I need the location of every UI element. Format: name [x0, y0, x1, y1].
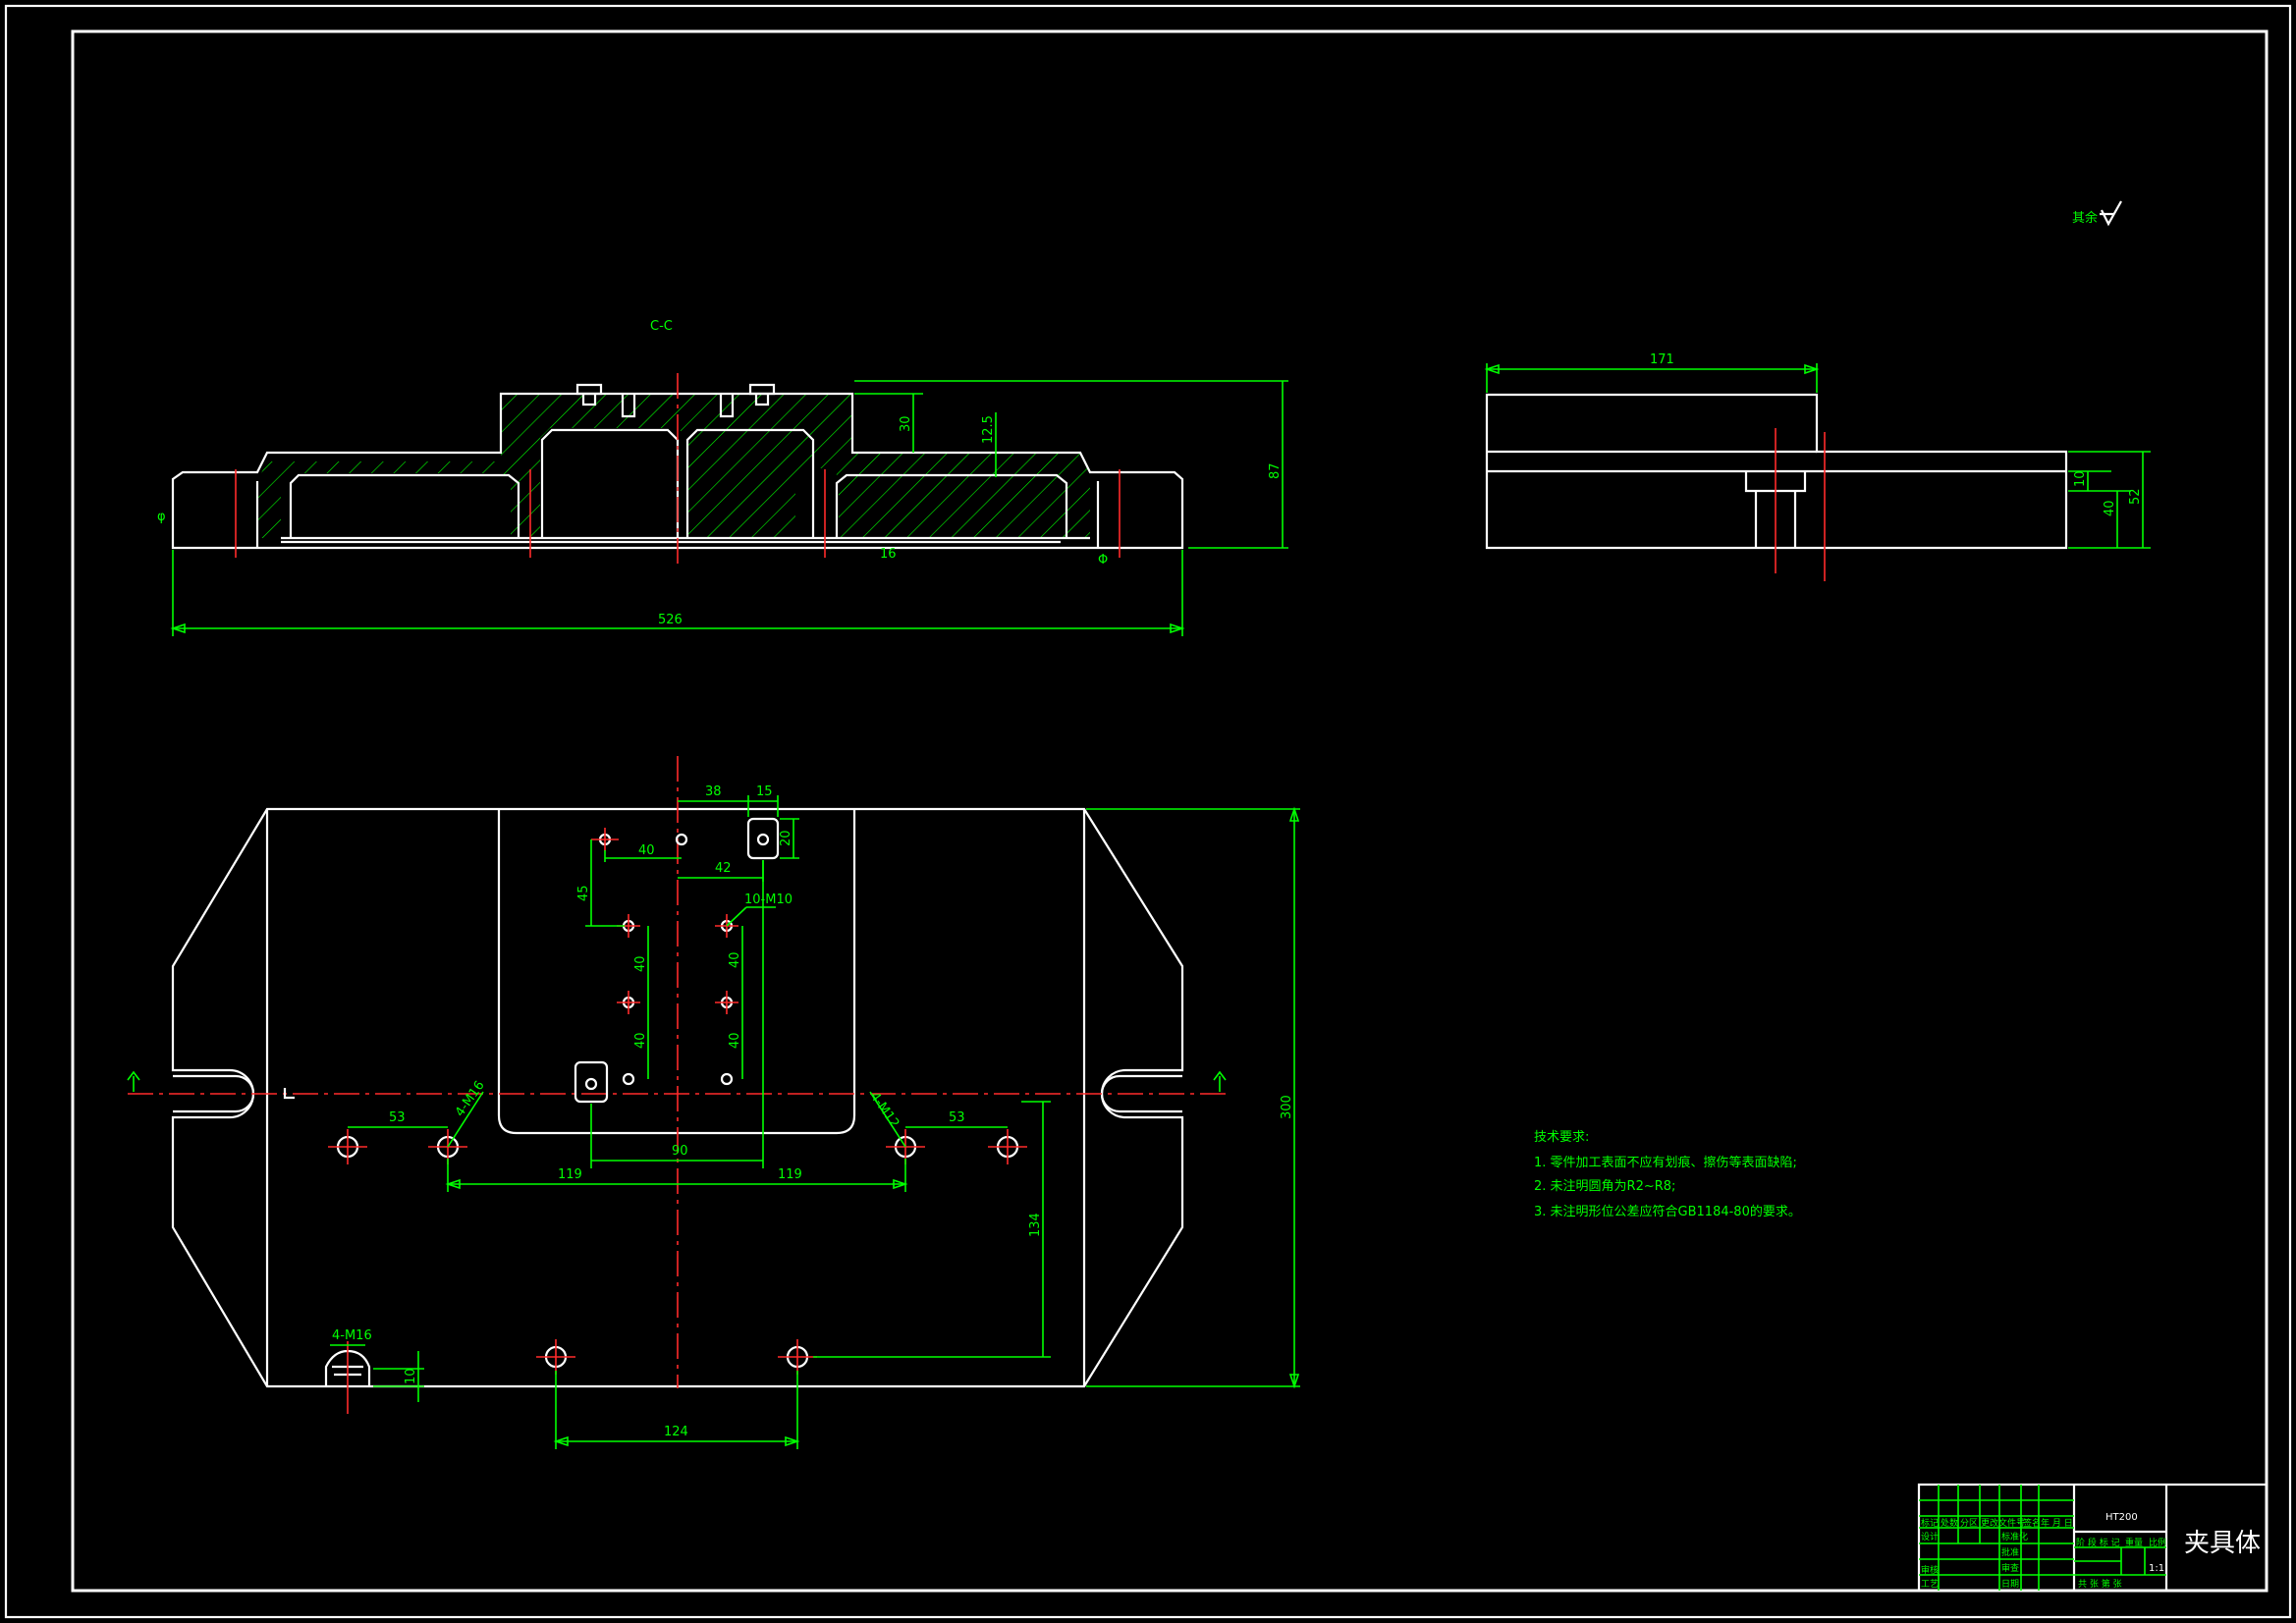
side-outline	[1485, 393, 2068, 550]
role-design: 设计	[1921, 1531, 1939, 1542]
part-name: 夹具体	[2184, 1529, 2261, 1558]
rev-h-5: 年 月 日	[2041, 1517, 2073, 1529]
dim-119-left: 119	[558, 1167, 582, 1182]
cavity-left	[289, 473, 520, 538]
dim-526: 526	[658, 613, 683, 627]
svg-text:16: 16	[880, 547, 897, 562]
bolt-left	[575, 383, 603, 406]
dim-87: 87	[1268, 462, 1283, 479]
dim-20: 20	[779, 830, 793, 846]
stage-0: 阶 段 标 记	[2076, 1537, 2120, 1548]
stage-2: 比例	[2149, 1537, 2166, 1548]
dim-90: 90	[672, 1144, 688, 1159]
roughness-label: 其余	[2072, 210, 2098, 226]
mid-0: 标准化	[2001, 1531, 2028, 1542]
m16-holes	[328, 1129, 1027, 1375]
square-boss-top	[746, 817, 780, 860]
thread-4-m16-c: 4-M16	[332, 1328, 372, 1343]
dim-134: 134	[1028, 1213, 1043, 1237]
dim-40-side: 40	[2103, 500, 2117, 516]
material: HT200	[2105, 1512, 2138, 1523]
rev-h-2: 分区	[1960, 1518, 1978, 1529]
dim-15: 15	[756, 784, 773, 799]
role-process: 工艺	[1921, 1579, 1939, 1590]
thread-10-m10: 10-M10	[744, 893, 793, 907]
dim-10-plan: 10	[404, 1368, 418, 1384]
side-view: 171 10 40 52	[1484, 352, 2151, 581]
section-hatch	[501, 394, 1090, 538]
section-hatch-left	[257, 461, 501, 538]
square-boss-bottom	[574, 1060, 609, 1104]
rev-h-4: 签名	[2023, 1517, 2041, 1529]
note-1: 1. 零件加工表面不应有划痕、擦伤等表面缺陷;	[1534, 1155, 1797, 1170]
dim-40-b: 40	[633, 1032, 648, 1049]
dim-119-right: 119	[778, 1167, 802, 1182]
dim-300: 300	[1280, 1095, 1294, 1119]
outer-border	[4, 4, 2292, 1619]
mid-1: 批准	[2001, 1546, 2019, 1558]
mid-3: 日期	[2001, 1579, 2019, 1590]
sheet-text: 共 张 第 张	[2078, 1578, 2122, 1590]
section-label: C-C	[650, 319, 673, 334]
dim-42: 42	[715, 861, 732, 876]
cavity-center-right	[685, 428, 815, 538]
notes-title: 技术要求:	[1534, 1130, 1589, 1145]
dim-10-side: 10	[2073, 470, 2088, 487]
inner-pad	[497, 809, 856, 1135]
plan-view: 38 15 20 40 42 45 40 40 40 40 10-M10	[127, 756, 1300, 1449]
dim-40-d: 40	[728, 1032, 742, 1049]
technical-notes: 技术要求: 1. 零件加工表面不应有划痕、擦伤等表面缺陷; 2. 未注明圆角为R…	[1534, 1130, 1801, 1219]
dim-52-side: 52	[2128, 488, 2143, 505]
dim-53-left: 53	[389, 1110, 406, 1125]
dim-12-5: 12.5	[981, 415, 996, 444]
cavity-right	[835, 473, 1068, 538]
inner-border	[71, 29, 2269, 1593]
note-3: 3. 未注明形位公差应符合GB1184-80的要求。	[1534, 1204, 1801, 1219]
dim-38: 38	[705, 784, 722, 799]
role-review: 审核	[1921, 1564, 1939, 1576]
front-outline	[171, 392, 1184, 550]
bolt-right	[748, 383, 776, 406]
rev-h-3: 更改文件号	[1981, 1517, 2025, 1529]
dim-45: 45	[576, 885, 591, 901]
rev-h-1: 处数	[1941, 1517, 1958, 1529]
title-block: 标记 处数 分区 更改文件号 签名 年 月 日 设计 审核 工艺 标准化 批准 …	[1917, 1483, 2269, 1593]
scale: 1:1	[2149, 1563, 2164, 1574]
dim-40-c: 40	[728, 951, 742, 968]
dim-40-a: 40	[633, 955, 648, 972]
dim-40-top: 40	[638, 843, 655, 858]
dim-53-right: 53	[949, 1110, 965, 1125]
stage-1: 重量	[2125, 1537, 2143, 1548]
svg-text:φ: φ	[157, 510, 166, 524]
note-2: 2. 未注明圆角为R2~R8;	[1534, 1179, 1675, 1194]
dim-171: 171	[1650, 352, 1674, 367]
dim-124: 124	[664, 1425, 688, 1439]
roughness-symbol: 其余	[2072, 200, 2122, 227]
rev-h-0: 标记	[1921, 1517, 1939, 1529]
mid-2: 审查	[2001, 1562, 2019, 1574]
dim-30: 30	[899, 415, 913, 432]
front-section-view: C-C φ Φ 16	[157, 319, 1288, 636]
svg-text:Φ: Φ	[1098, 553, 1108, 568]
